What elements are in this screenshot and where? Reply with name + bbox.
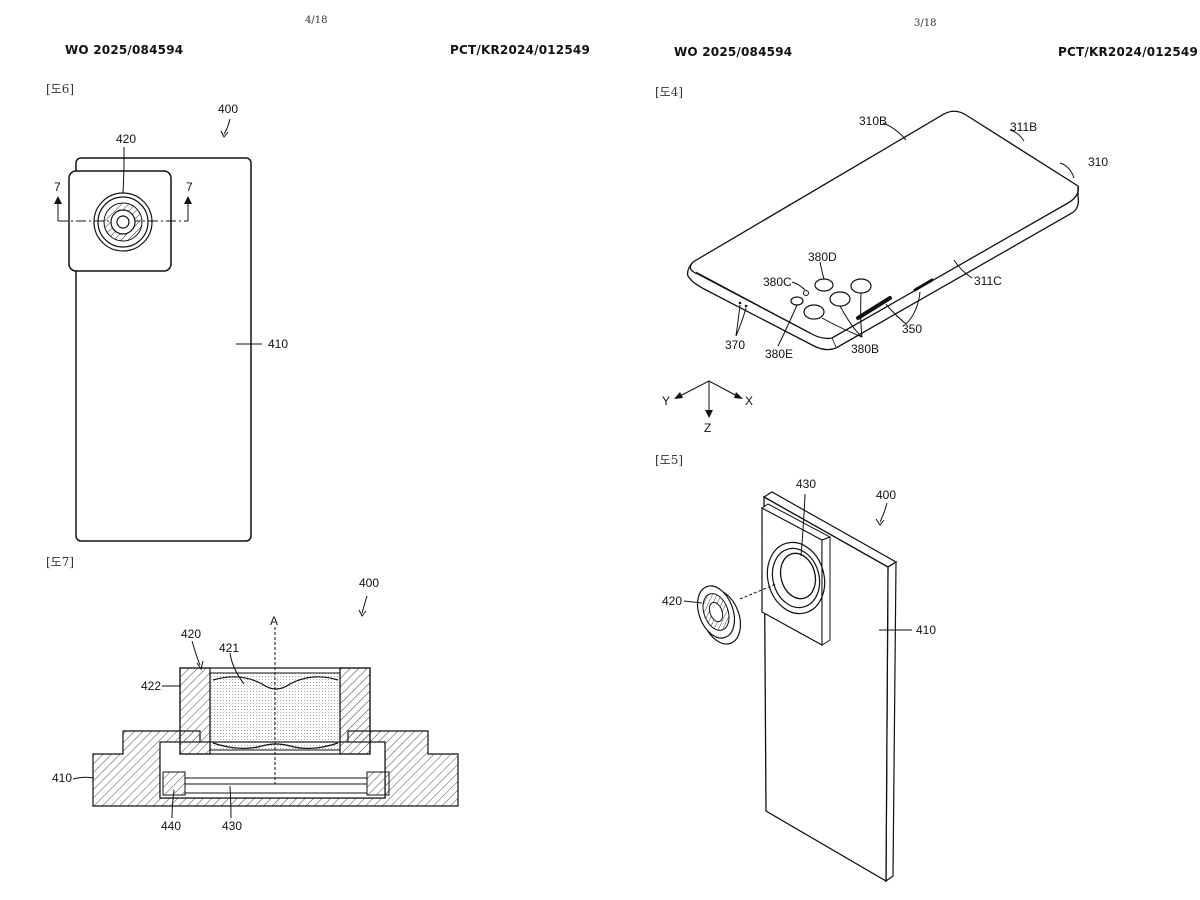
axis-y-label: Y xyxy=(662,394,671,408)
ref-A: A xyxy=(270,614,279,628)
page-number: 3/18 xyxy=(914,18,937,29)
ref-430-fig5: 430 xyxy=(796,477,817,491)
ref-350: 350 xyxy=(902,322,923,336)
figure-7-label: [도7] xyxy=(46,555,75,569)
device-body xyxy=(75,157,252,542)
ref-422: 422 xyxy=(141,679,162,693)
figure-6-label: [도6] xyxy=(46,82,75,96)
ref-421: 421 xyxy=(219,641,240,655)
application-number: PCT/KR2024/012549 xyxy=(450,43,590,57)
ref-311B: 311B xyxy=(1010,120,1038,134)
figure-6-drawing xyxy=(54,118,262,542)
application-number: PCT/KR2024/012549 xyxy=(1058,45,1198,59)
ref-311C: 311C xyxy=(974,274,1002,288)
page-number: 4/18 xyxy=(305,15,328,26)
ref-410: 410 xyxy=(268,337,289,351)
figure-5-label: [도5] xyxy=(655,453,684,467)
publication-number: WO 2025/084594 xyxy=(65,43,184,57)
publication-number: WO 2025/084594 xyxy=(674,45,793,59)
axis-x-label: X xyxy=(745,394,754,408)
ref-7-right: 7 xyxy=(186,180,193,194)
ref-310: 310 xyxy=(1088,155,1109,169)
figure-4-drawing xyxy=(674,110,1080,418)
ref-380C: 380C xyxy=(763,275,792,289)
ref-380B: 380B xyxy=(851,342,880,356)
ref-420-fig7: 420 xyxy=(181,627,202,641)
ref-410-fig7: 410 xyxy=(52,771,73,785)
ref-400: 400 xyxy=(218,102,239,116)
ref-400-fig7: 400 xyxy=(359,576,380,590)
phone-rear-plate xyxy=(689,110,1079,340)
ref-420: 420 xyxy=(116,132,137,146)
ref-380D: 380D xyxy=(808,250,837,264)
ref-410-fig5: 410 xyxy=(916,623,937,637)
figure-7-drawing xyxy=(72,595,459,819)
ref-380E: 380E xyxy=(765,347,794,361)
figure-5-drawing xyxy=(683,491,912,883)
axis-z-label: Z xyxy=(704,421,712,435)
ref-420-fig5: 420 xyxy=(662,594,683,608)
ref-310B: 310B xyxy=(859,114,888,128)
ref-370: 370 xyxy=(725,338,746,352)
page-4: 4/18 WO 2025/084594 PCT/KR2024/012549 [도… xyxy=(46,15,590,833)
ref-400-fig5: 400 xyxy=(876,488,897,502)
figure-4-label: [도4] xyxy=(655,85,684,99)
page-3: 3/18 WO 2025/084594 PCT/KR2024/012549 [도… xyxy=(600,0,1200,900)
ref-430: 430 xyxy=(222,819,243,833)
ref-440: 440 xyxy=(161,819,182,833)
ref-7-left: 7 xyxy=(54,180,61,194)
